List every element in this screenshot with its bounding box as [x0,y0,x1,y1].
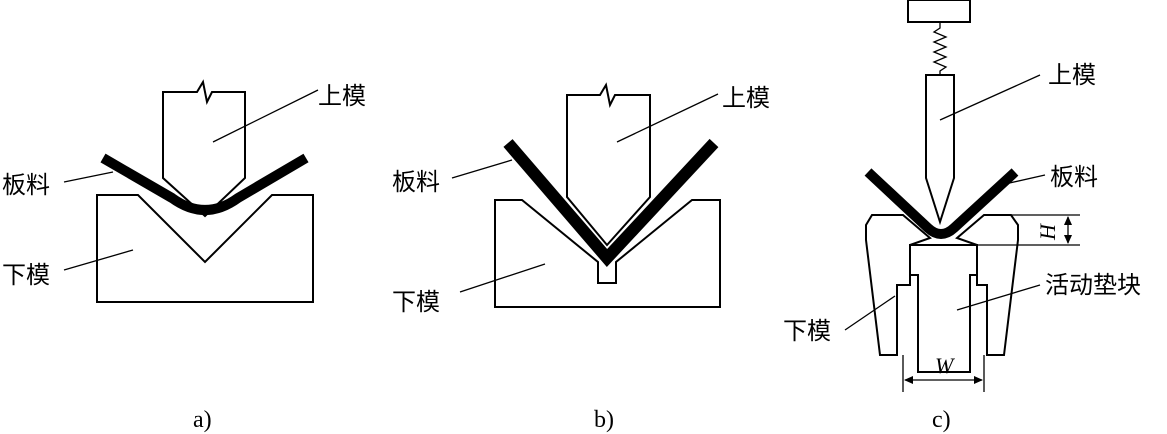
panel-c-movable-pad [909,244,978,373]
panel-b-upper-leader [616,93,719,143]
panel-c-lower-leader [844,295,896,331]
panel-a-sheet-label: 板料 [2,171,50,199]
panel-c-upper-label: 上模 [1048,61,1096,89]
panel-c-width-dimension: W [902,353,985,392]
panel-c-sheet-leader [1004,174,1046,185]
panel-c-sheet-label: 板料 [1050,163,1098,191]
panel-a-lower-label: 下模 [2,261,50,289]
panel-a-lower-die [96,194,314,303]
panel-a: 上模 板料 下模 a) [2,79,366,433]
panel-c-upper-leader [939,74,1041,121]
panel-c-lower-die-right [955,214,1019,356]
panel-b-lower-label: 下模 [392,288,440,316]
panel-a-lower-leader [63,249,134,271]
panel-a-upper-leader [212,89,319,143]
panel-c-spring [932,22,948,75]
panel-b-lower-die [494,199,721,308]
panel-b: 上模 板料 下模 b) [392,82,770,433]
panel-b-lower-leader [459,263,546,293]
panel-a-upper-die [162,79,246,218]
panel-c: H W 上模 板料 活动垫块 下模 c) [783,0,1141,433]
panel-c-pad-leader [956,284,1041,311]
panel-c-caption: c) [932,407,951,433]
panel-c-lower-die-left [865,214,932,356]
panel-c-height-label: H [1035,223,1060,241]
panel-c-actuator-block [907,0,971,23]
panel-b-sheet-leader [451,159,513,179]
panel-c-upper-die [925,74,955,226]
panel-c-height-dimension: H [977,214,1080,246]
panel-c-pad-label: 活动垫块 [1045,271,1141,299]
panel-b-upper-die [566,82,651,247]
panel-b-caption: b) [594,407,614,433]
panel-c-lower-label: 下模 [783,317,831,345]
panel-b-sheet [503,138,719,267]
panel-c-sheet [864,168,1019,239]
panel-a-sheet [100,153,309,215]
panel-a-sheet-leader [63,171,114,183]
panel-a-caption: a) [193,407,212,433]
panel-b-sheet-label: 板料 [392,168,440,196]
panel-c-width-label: W [935,353,955,378]
panel-a-upper-label: 上模 [318,82,366,110]
panel-b-upper-label: 上模 [722,84,770,112]
